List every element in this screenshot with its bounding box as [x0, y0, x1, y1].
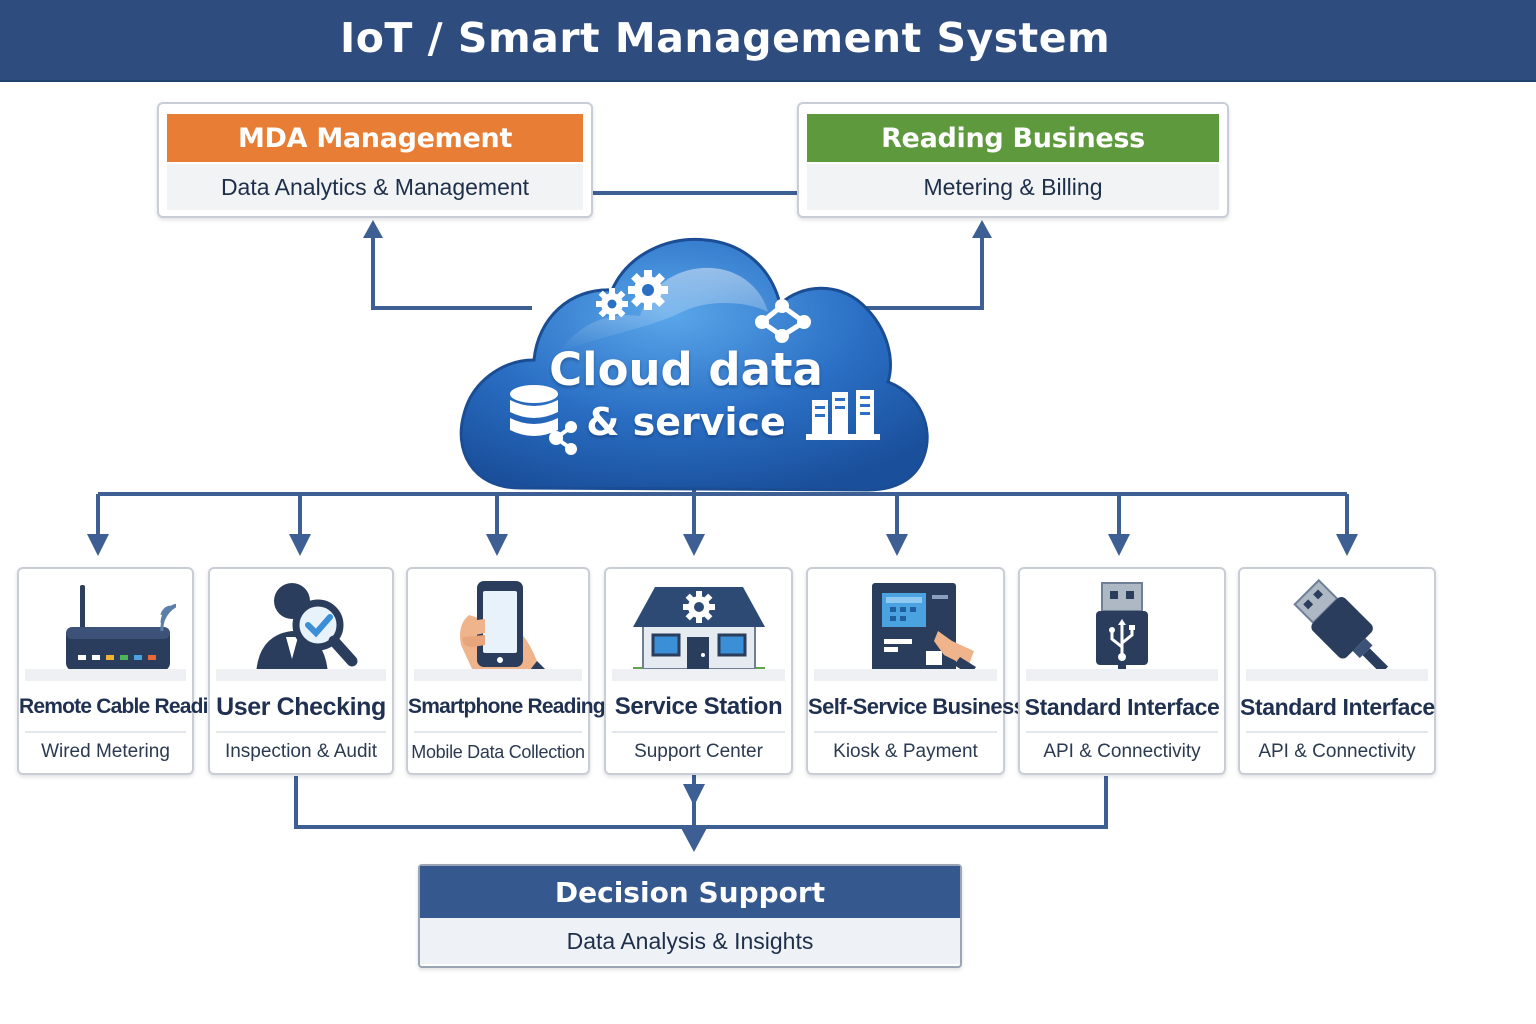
device-subtitle: Support Center [634, 741, 763, 762]
device-title: Smartphone Reading [408, 695, 606, 718]
arrow-down-decision [680, 826, 708, 852]
device-title: Self-Service Business [808, 694, 1026, 719]
network-nodes-icon [755, 299, 811, 343]
reading-title: Reading Business [807, 114, 1219, 162]
device-title: Standard Interface [1024, 694, 1220, 720]
cloud-icon [459, 237, 929, 492]
device-card-service-station: Service Station Support Center [604, 567, 793, 775]
device-title: Service Station [614, 693, 783, 720]
page-title: IoT / Smart Management System [340, 14, 1111, 62]
device-subtitle: Wired Metering [41, 741, 170, 762]
device-card-standard-interface-2: Standard Interface API & Connectivity [1238, 567, 1436, 775]
decision-title: Decision Support [420, 866, 960, 918]
usb-connector-icon [1096, 582, 1148, 677]
device-title: Remote Cable Reading [19, 695, 233, 718]
smartphone-hand-icon [460, 581, 555, 679]
cloud-title: Cloud data [549, 343, 823, 396]
device-subtitle: Inspection & Audit [224, 741, 378, 762]
server-racks-icon [806, 390, 880, 440]
mda-management-box: MDA Management Data Analytics & Manageme… [157, 102, 593, 218]
device-title: Standard Interface [1240, 694, 1435, 720]
header-bar: IoT / Smart Management System [0, 0, 1536, 82]
router-icon [65, 585, 176, 671]
reading-business-box: Reading Business Metering & Billing [797, 102, 1229, 218]
gears-icon [596, 270, 668, 320]
collector-line [294, 776, 1108, 829]
database-share-icon [510, 385, 577, 455]
device-subtitle: API & Connectivity [1258, 741, 1416, 762]
device-card-smartphone-reading: Smartphone Reading Mobile Data Collectio… [406, 567, 606, 775]
device-card-self-service-business: Self-Service Business Kiosk & Payment [806, 567, 1026, 775]
usb-cable-icon [1293, 578, 1389, 674]
decision-subtitle: Data Analysis & Insights [420, 918, 960, 964]
kiosk-icon [871, 583, 976, 675]
device-subtitle: Kiosk & Payment [833, 741, 978, 762]
user-inspection-icon [256, 583, 358, 675]
cloud-to-reading-line [846, 234, 984, 310]
mda-title: MDA Management [167, 114, 583, 162]
cloud-subtitle: & service [586, 400, 786, 444]
cloud-to-mda-line [371, 234, 532, 310]
reading-subtitle: Metering & Billing [807, 164, 1219, 210]
mda-subtitle: Data Analytics & Management [167, 164, 583, 210]
arrow-up-reading [972, 220, 992, 238]
device-subtitle: Mobile Data Collection [411, 742, 585, 762]
arrow-up-mda [363, 220, 383, 238]
device-card-remote-cable-reading: Remote Cable Reading Wired Metering [17, 567, 233, 775]
device-title: User Checking [216, 693, 386, 721]
service-station-icon [632, 587, 765, 675]
device-subtitle: API & Connectivity [1043, 741, 1201, 762]
device-card-user-checking: User Checking Inspection & Audit [208, 567, 394, 775]
device-card-standard-interface-1: Standard Interface API & Connectivity [1018, 567, 1226, 775]
decision-support-box: Decision Support Data Analysis & Insight… [418, 864, 962, 968]
